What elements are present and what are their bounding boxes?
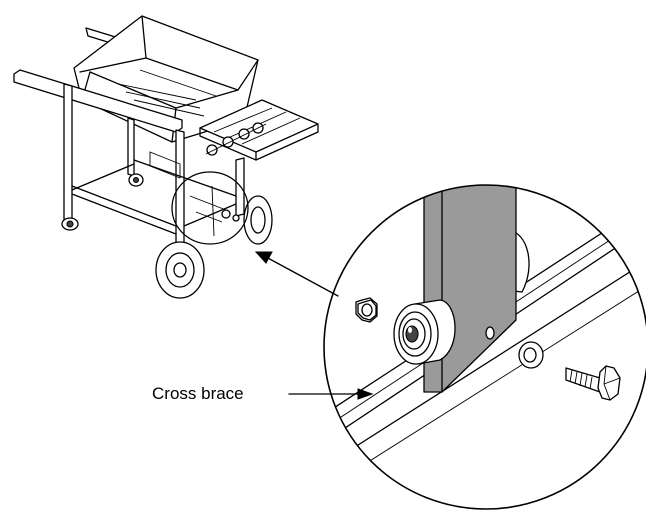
leg-hole xyxy=(485,326,495,340)
leg-rear-left xyxy=(127,117,135,177)
axle-bushing xyxy=(393,299,456,365)
detail-view xyxy=(323,184,646,510)
leg-rear-right xyxy=(235,157,245,217)
caster-rear xyxy=(128,173,144,187)
detail-area-circle xyxy=(171,171,249,245)
detail-circle-outline xyxy=(323,184,646,510)
caster-left xyxy=(61,217,79,231)
washer-icon xyxy=(518,341,544,369)
detail-pointer-arrow xyxy=(254,251,339,297)
callout-arrow xyxy=(288,388,374,400)
hex-nut-icon xyxy=(355,297,378,323)
cross-brace-label: Cross brace xyxy=(152,384,244,403)
grill-cart-icon xyxy=(13,15,319,299)
leg-front-left xyxy=(63,83,73,223)
control-knobs xyxy=(205,122,267,156)
bolt-icon xyxy=(565,365,621,401)
front-rail xyxy=(13,69,183,133)
wheel-icon xyxy=(155,241,205,299)
wheel-rear xyxy=(243,195,273,245)
